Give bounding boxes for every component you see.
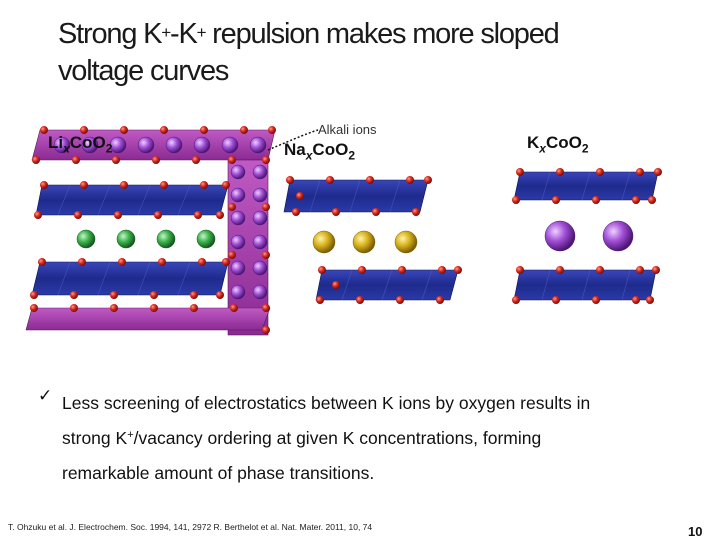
page-number: 10 — [688, 524, 703, 539]
naxcoo2-structure — [283, 176, 462, 304]
alkali-pointer-arrow — [267, 129, 319, 151]
na-ion-row — [312, 230, 418, 254]
k-oxygen-atoms — [512, 168, 662, 304]
k-ion-row — [544, 220, 634, 252]
na-oxygen-atoms — [286, 176, 462, 304]
slide-title: Strong K+-K+ repulsion makes more sloped… — [58, 18, 560, 87]
li-ion-row — [76, 229, 216, 249]
naxcoo2-label: NaxCoO2 — [284, 140, 356, 163]
li-octahedra-layer-1 — [35, 184, 229, 216]
crystal-structure-figure — [25, 126, 662, 336]
li-octahedra-layer-2 — [31, 261, 229, 296]
kxcoo2-structure — [512, 168, 662, 304]
bullet-text: Less screening of electrostatics between… — [62, 393, 591, 483]
na-octahedra-layer-1 — [283, 179, 429, 213]
lixcoo2-label: LixCoO2 — [48, 133, 113, 156]
li-oxygen-atoms — [30, 126, 276, 334]
top-alkali-row — [53, 136, 267, 154]
alkali-ions-label: Alkali ions — [318, 122, 377, 137]
kxcoo2-label: KxCoO2 — [527, 133, 589, 156]
references-footer: T. Ohzuku et al. J. Electrochem. Soc. 19… — [8, 522, 373, 532]
lixcoo2-structure — [25, 126, 276, 336]
checkmark-bullet-icon: ✓ — [38, 386, 53, 405]
k-octahedra-layer-2 — [513, 269, 657, 301]
